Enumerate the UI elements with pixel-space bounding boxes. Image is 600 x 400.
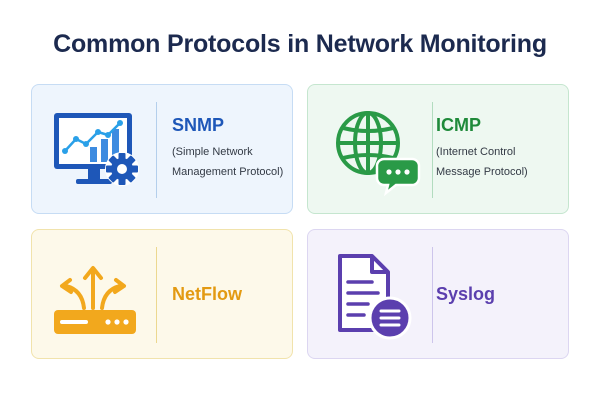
page-title: Common Protocols in Network Monitoring (53, 30, 547, 58)
protocol-name: ICMP (436, 115, 481, 135)
description-line: Management Protocol) (172, 166, 284, 178)
card-divider (156, 247, 157, 343)
protocol-name: NetFlow (172, 284, 242, 304)
card-divider (156, 102, 157, 198)
description-line: (Simple Network (172, 146, 253, 158)
router-arrows-icon (48, 246, 146, 344)
description-line: (Internet Control (436, 146, 516, 158)
protocol-name: SNMP (172, 115, 225, 135)
protocol-label: SNMP (Simple Network Management Protocol… (172, 115, 283, 182)
globe-chat-icon (324, 101, 422, 199)
protocol-label: ICMP (Internet Control Message Protocol) (436, 115, 528, 182)
protocol-card-netflow: NetFlow (31, 229, 293, 359)
monitor-chart-gear-icon (48, 101, 146, 199)
protocol-description: (Simple Network Management Protocol) (172, 142, 283, 182)
protocol-card-syslog: Syslog (307, 229, 569, 359)
log-document-icon (324, 246, 422, 344)
protocol-name: Syslog (436, 284, 496, 304)
card-divider (432, 247, 433, 343)
protocol-label: Syslog (436, 284, 495, 305)
protocol-label: NetFlow (172, 284, 242, 305)
protocol-card-icmp: ICMP (Internet Control Message Protocol) (307, 84, 569, 214)
protocol-card-snmp: SNMP (Simple Network Management Protocol… (31, 84, 293, 214)
description-line: Message Protocol) (436, 166, 528, 178)
protocol-description: (Internet Control Message Protocol) (436, 142, 528, 182)
card-divider (432, 102, 433, 198)
